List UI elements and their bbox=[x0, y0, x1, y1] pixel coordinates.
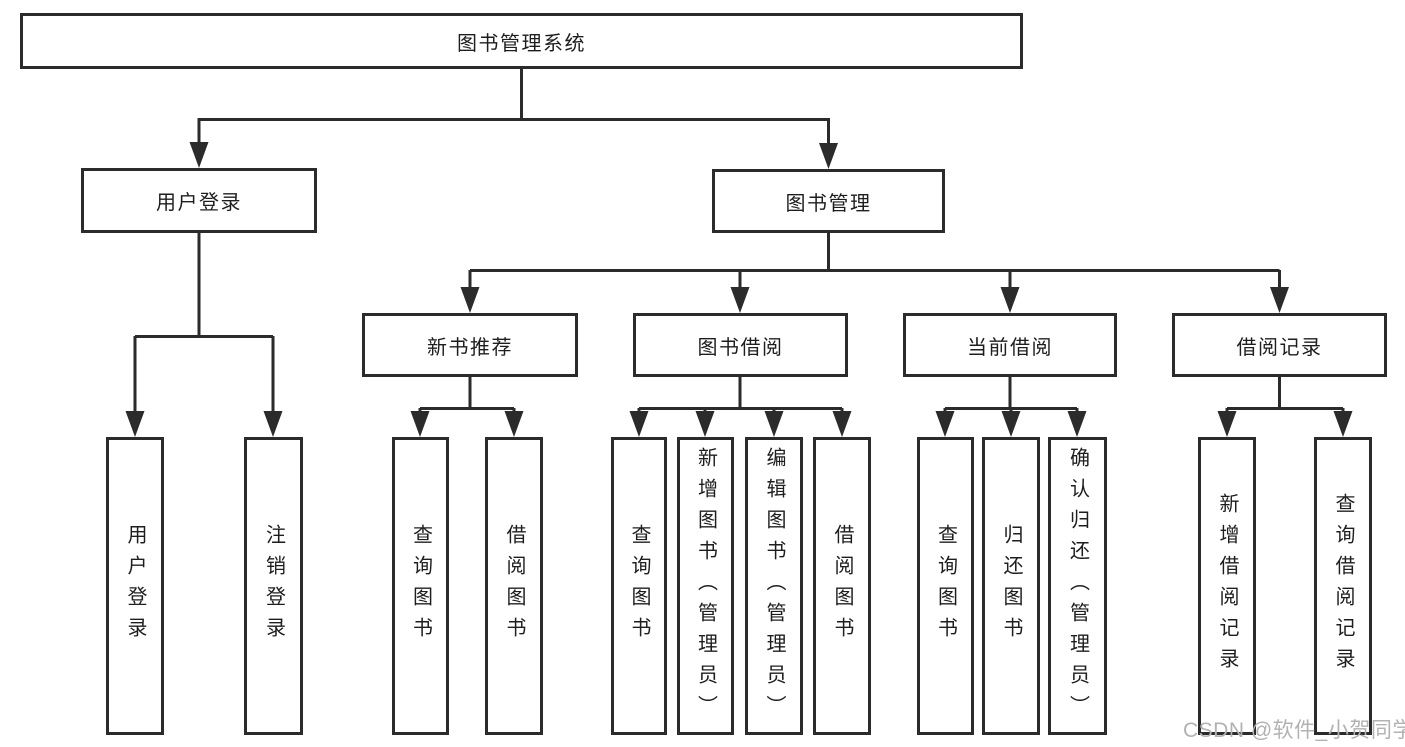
node-leaf-confirm-return-admin: 确认归还（管理员） bbox=[1048, 437, 1107, 735]
node-label: 查询图书 bbox=[628, 524, 650, 648]
node-user-login: 用户登录 bbox=[81, 168, 317, 233]
arrowhead bbox=[189, 142, 209, 168]
arrowhead bbox=[1000, 287, 1020, 313]
node-root-system: 图书管理系统 bbox=[20, 13, 1023, 69]
connector-borrowrecord-to-leaves bbox=[1225, 377, 1345, 412]
connector-currentborrow-to-leaves bbox=[943, 377, 1079, 412]
node-borrow-record: 借阅记录 bbox=[1172, 313, 1387, 377]
arrowhead bbox=[629, 411, 649, 437]
node-leaf-borrow-books: 借阅图书 bbox=[813, 437, 871, 735]
arrowhead bbox=[504, 411, 524, 437]
arrowhead bbox=[410, 411, 430, 437]
arrowhead bbox=[730, 287, 750, 313]
node-label: 查询图书 bbox=[409, 524, 432, 648]
node-label: 图书借阅 bbox=[697, 336, 784, 359]
node-leaf-query-books-current: 查询图书 bbox=[917, 437, 974, 735]
arrowhead bbox=[819, 143, 838, 169]
node-label: 编辑图书（管理员） bbox=[763, 446, 785, 726]
node-label: 借阅图书 bbox=[831, 524, 853, 648]
node-leaf-add-borrow-record: 新增借阅记录 bbox=[1198, 437, 1256, 735]
node-root-label: 图书管理系统 bbox=[457, 32, 586, 55]
arrowhead bbox=[832, 411, 852, 437]
arrowhead bbox=[695, 411, 715, 437]
arrowhead bbox=[1067, 411, 1087, 437]
arrowhead bbox=[1217, 411, 1237, 437]
node-leaf-edit-books-admin: 编辑图书（管理员） bbox=[745, 437, 803, 735]
connector-bookborrow-to-leaves bbox=[637, 377, 844, 412]
node-label: 新增借阅记录 bbox=[1216, 493, 1238, 679]
connector-userlogin-to-leaves bbox=[133, 233, 275, 412]
node-new-book-recommend: 新书推荐 bbox=[362, 313, 578, 377]
node-label: 借阅记录 bbox=[1236, 336, 1323, 359]
node-leaf-borrow-books-recommend: 借阅图书 bbox=[485, 437, 543, 735]
node-leaf-add-books-admin: 新增图书（管理员） bbox=[677, 437, 734, 735]
connector-bookmgmt-to-level3 bbox=[468, 233, 1281, 288]
node-book-management: 图书管理 bbox=[712, 169, 945, 233]
node-label: 图书管理 bbox=[785, 192, 872, 215]
connector-root-to-level2 bbox=[197, 68, 830, 144]
node-label: 借阅图书 bbox=[503, 524, 525, 648]
node-label: 新书推荐 bbox=[427, 336, 513, 359]
node-label: 查询借阅记录 bbox=[1332, 493, 1354, 679]
node-leaf-query-borrow-record: 查询借阅记录 bbox=[1314, 437, 1372, 735]
node-label: 当前借阅 bbox=[967, 336, 1053, 359]
arrowhead bbox=[1270, 287, 1289, 313]
node-leaf-user-login: 用户登录 bbox=[106, 437, 164, 735]
arrowhead bbox=[935, 411, 955, 437]
node-label: 查询图书 bbox=[934, 524, 957, 648]
node-current-borrow: 当前借阅 bbox=[903, 313, 1117, 377]
node-label: 用户登录 bbox=[156, 192, 242, 214]
arrowhead bbox=[125, 411, 145, 437]
csdn-watermark: CSDN @软件_小贺同学 bbox=[1183, 719, 1405, 742]
arrowhead bbox=[1001, 411, 1021, 437]
node-label: 归还图书 bbox=[1000, 524, 1022, 648]
node-label: 注销登录 bbox=[262, 524, 285, 648]
node-label: 用户登录 bbox=[124, 524, 146, 648]
connector-newbookrec-to-leaves bbox=[418, 377, 516, 412]
node-label: 新增图书（管理员） bbox=[694, 446, 717, 726]
node-label: 确认归还（管理员） bbox=[1066, 446, 1089, 726]
arrowhead bbox=[764, 411, 784, 437]
node-leaf-query-books-recommend: 查询图书 bbox=[392, 437, 449, 735]
node-leaf-return-books: 归还图书 bbox=[982, 437, 1040, 735]
arrowhead bbox=[460, 287, 480, 313]
node-book-borrow: 图书借阅 bbox=[633, 313, 848, 377]
arrowhead bbox=[263, 411, 283, 437]
node-leaf-logout: 注销登录 bbox=[244, 437, 303, 735]
node-leaf-query-books-borrow: 查询图书 bbox=[611, 437, 667, 735]
arrowhead bbox=[1333, 411, 1353, 437]
